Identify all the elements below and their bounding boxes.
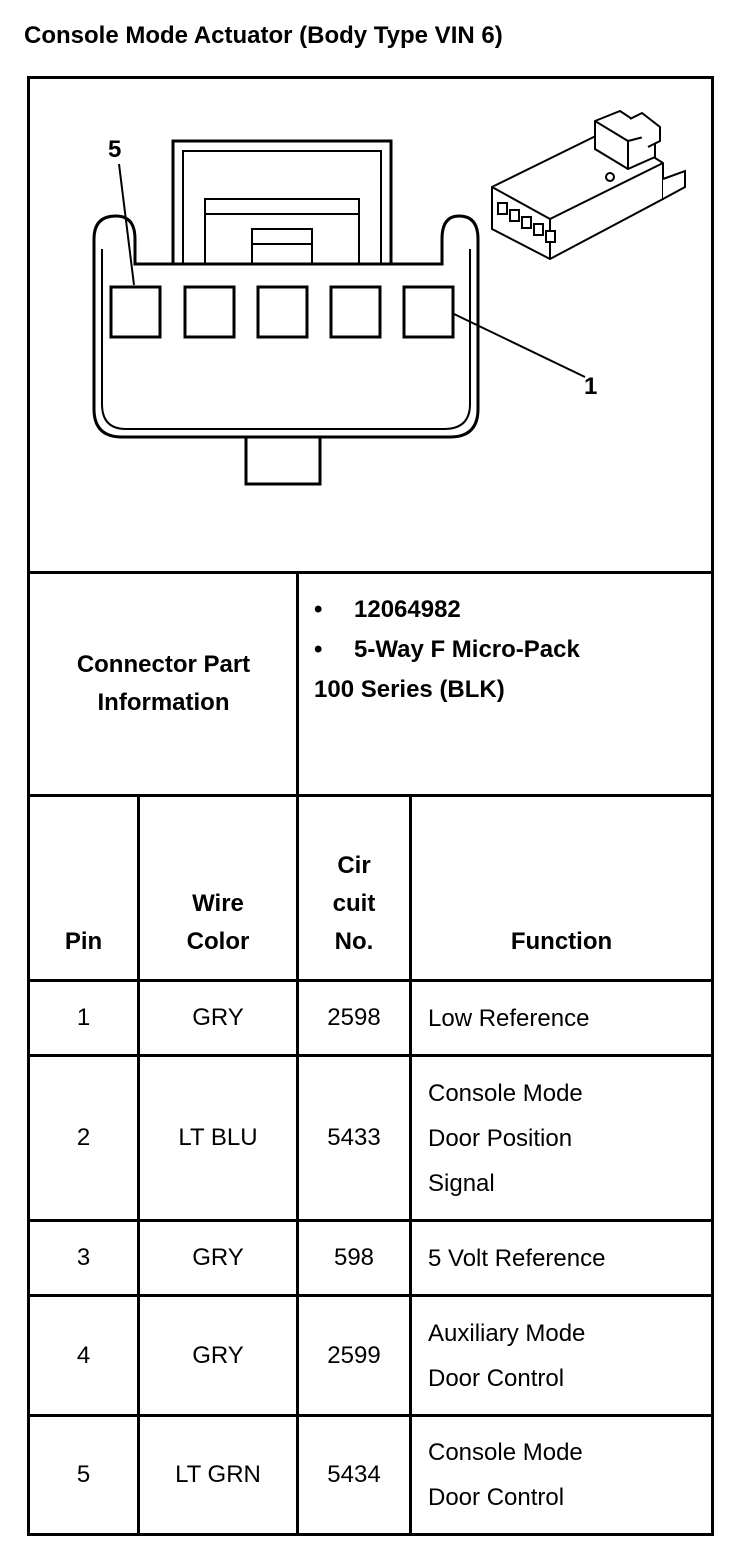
cell-wire-color: LT GRN — [175, 1461, 261, 1488]
connector-series: 100 Series (BLK) — [314, 676, 505, 703]
cell-function: Low Reference — [428, 1004, 590, 1032]
header-pin: Pin — [64, 928, 103, 955]
header-wire-color: Wire Color — [186, 890, 250, 955]
divider — [27, 979, 714, 982]
divider — [27, 1054, 714, 1057]
divider — [27, 1533, 714, 1536]
cell-circuit: 2598 — [327, 1004, 381, 1031]
cell-pin: 5 — [76, 1461, 91, 1488]
divider — [27, 794, 714, 797]
pin-5-label: 5 — [108, 136, 121, 163]
part-number: •12064982 — [314, 590, 580, 630]
cell-pin: 3 — [76, 1244, 91, 1271]
page-title: Console Mode Actuator (Body Type VIN 6) — [24, 22, 503, 49]
cell-function: 5 Volt Reference — [428, 1244, 606, 1272]
cell-function: Auxiliary Mode Door Control — [428, 1319, 586, 1392]
header-function: Function — [510, 928, 613, 955]
cell-wire-color: GRY — [192, 1341, 244, 1369]
divider — [27, 1219, 714, 1222]
column-divider — [409, 794, 412, 1536]
cell-function: Console Mode Door Control — [428, 1439, 583, 1511]
cell-function: Console Mode Door Position Signal — [428, 1079, 583, 1197]
pin-1-label: 1 — [584, 373, 597, 400]
table-frame — [27, 76, 714, 1536]
bullet-icon: • — [314, 636, 323, 663]
connector-diagram: 5 1 — [92, 109, 686, 486]
cell-wire-color: GRY — [192, 1244, 244, 1271]
connector-info-label: Connector Part Information — [76, 651, 251, 716]
cell-circuit: 2599 — [327, 1341, 381, 1369]
cell-wire-color: GRY — [192, 1004, 244, 1031]
column-divider — [296, 571, 299, 1536]
cell-pin: 4 — [76, 1341, 91, 1369]
connector-info-list: •12064982 •5-Way F Micro-Pack 100 Series… — [314, 590, 580, 710]
connector-type: •5-Way F Micro-Pack — [314, 630, 580, 670]
divider — [27, 1294, 714, 1297]
divider — [27, 1414, 714, 1417]
column-divider — [137, 794, 140, 1536]
divider — [27, 571, 714, 574]
cell-pin: 1 — [76, 1004, 91, 1031]
bullet-icon: • — [314, 596, 323, 623]
cell-circuit: 5433 — [327, 1124, 381, 1151]
cell-pin: 2 — [76, 1124, 91, 1151]
cell-circuit: 598 — [333, 1244, 375, 1271]
cell-wire-color: LT BLU — [178, 1124, 258, 1151]
cell-circuit: 5434 — [327, 1461, 381, 1488]
header-circuit: Cir cuit No. — [332, 852, 376, 955]
